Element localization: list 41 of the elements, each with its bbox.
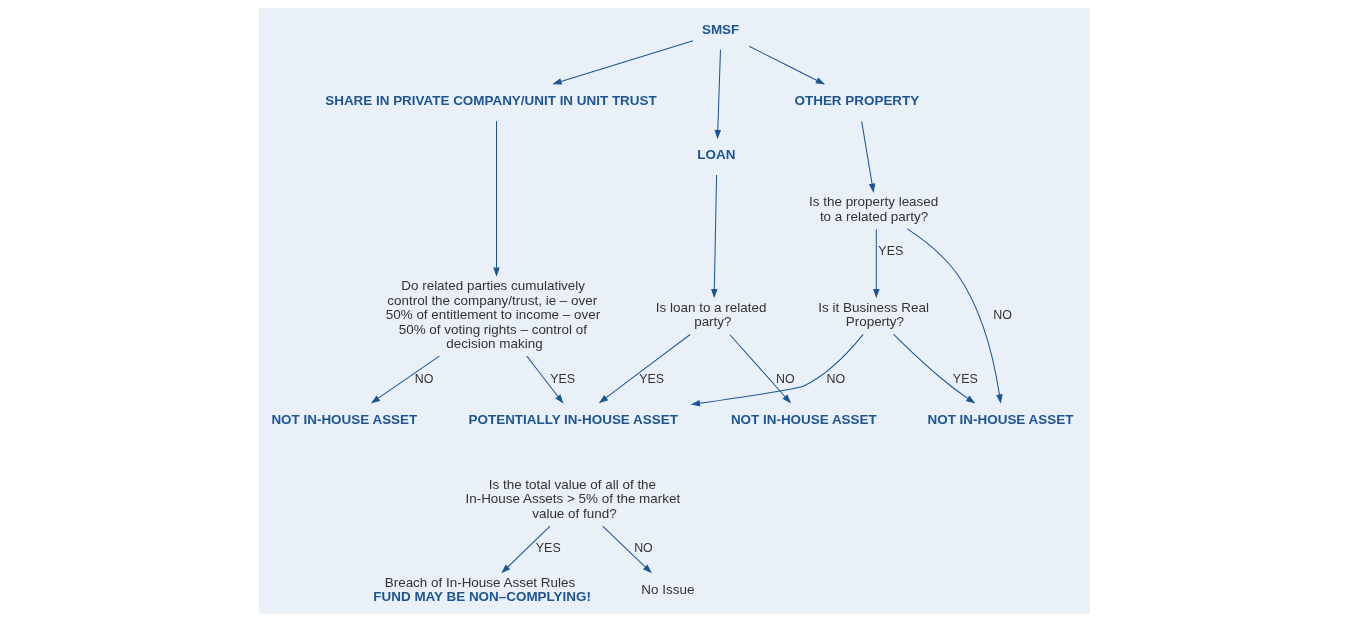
edge-label: NO: [992, 307, 1012, 322]
arrow: [492, 120, 500, 277]
arrow: [551, 40, 694, 85]
node-text: SMSF: [701, 21, 739, 37]
node-text: Is loan to a related party?: [655, 299, 766, 330]
arrow: [370, 355, 440, 404]
node-text: NOT IN-HOUSE ASSET: [730, 411, 877, 427]
arrow: [690, 333, 864, 407]
arrow: [892, 333, 975, 404]
node-text: NOT IN-HOUSE ASSET: [927, 411, 1073, 427]
arrow: [714, 49, 721, 140]
edge-label: NO: [414, 371, 433, 386]
edge-label: YES: [877, 244, 903, 259]
node-text: SHARE IN PRIVATE COMPANY/UNIT IN UNIT TRUST: [324, 92, 657, 108]
arrow: [748, 45, 825, 85]
arrow: [601, 525, 652, 574]
edge-label: NO: [775, 371, 795, 386]
arrow: [525, 355, 564, 404]
node-text: Breach of In-House Asset Rules FUND MAY BE NON–COMPLYING!: [372, 575, 591, 604]
node-text: POTENTIALLY IN-HOUSE ASSET: [468, 411, 678, 427]
node-text: Is the property leased to a related party?: [808, 194, 938, 224]
node-text: Do related parties cumulatively control the company/trust, ie – over 50% of entitlement to income – over 50% of voting rights – control of decision making: [385, 278, 600, 352]
node-text: Is the total value of all of the In-House Assets > 5% of the market value of fund?: [464, 476, 680, 521]
arrow: [500, 525, 551, 574]
node-text: NOT IN-HOUSE ASSET: [270, 411, 417, 427]
edge-label: YES: [638, 371, 664, 386]
edge-label: NO: [826, 371, 845, 386]
arrow: [860, 120, 875, 193]
arrow: [728, 334, 791, 404]
arrow: [872, 228, 880, 299]
arrow: [710, 174, 718, 299]
edge-label: YES: [549, 371, 575, 386]
edge-label: YES: [535, 541, 561, 556]
arrow: [906, 228, 1003, 404]
edge-label: NO: [633, 541, 653, 556]
arrow: [598, 333, 691, 404]
node-text: No Issue: [640, 582, 694, 598]
node-text: LOAN: [696, 146, 735, 162]
node-text: OTHER PROPERTY: [794, 92, 919, 108]
node-text: Is it Business Real Property?: [817, 299, 929, 330]
edge-label: YES: [952, 371, 978, 386]
